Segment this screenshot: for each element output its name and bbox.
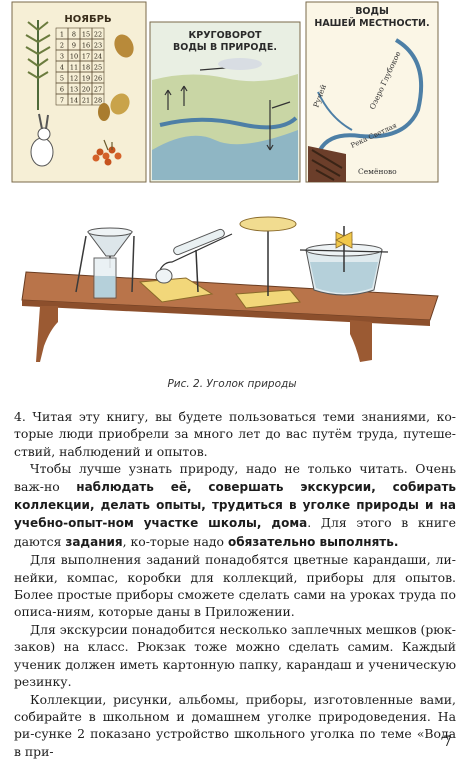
calendar-day: 5	[60, 75, 64, 83]
water-cycle-title-line2: ВОДЫ В ПРИРОДЕ.	[173, 42, 277, 53]
text-segment: Для выполнения заданий понадобятся цветн…	[14, 552, 456, 619]
calendar-day: 14	[70, 97, 78, 105]
calendar-day: 17	[82, 53, 90, 61]
page-number: 7	[443, 734, 452, 750]
paragraph: Чтобы лучше узнать природу, надо не толь…	[14, 460, 456, 551]
calendar-day: 24	[94, 53, 102, 61]
body-text: 4. Читая эту книгу, вы будете пользовать…	[14, 408, 456, 760]
text-segment: 4. Читая эту книгу, вы будете пользовать…	[14, 409, 456, 459]
calendar-day: 2	[60, 42, 64, 50]
pinwheel-stand	[236, 217, 300, 308]
calendar-day: 7	[60, 97, 64, 105]
local-waters-title-line1: ВОДЫ	[355, 6, 389, 17]
calendar-day: 25	[94, 64, 102, 72]
paragraph: Для выполнения заданий понадобятся цветн…	[14, 551, 456, 621]
calendar-day: 1	[60, 31, 64, 39]
calendar-month: НОЯБРЬ	[64, 14, 111, 25]
paragraph: Для экскурсии понадобится несколько запл…	[14, 621, 456, 691]
calendar-day: 19	[82, 75, 90, 83]
figure-caption: Рис. 2. Уголок природы	[0, 378, 464, 390]
calendar-day: 26	[94, 75, 102, 83]
text-segment: Для экскурсии понадобится несколько запл…	[14, 622, 456, 689]
bold-segment: обязательно выполнять.	[228, 535, 398, 549]
calendar-day: 23	[94, 42, 102, 50]
calendar-day: 20	[82, 86, 90, 94]
paragraph: Коллекции, рисунки, альбомы, приборы, из…	[14, 691, 456, 760]
text-segment: , ко-торые надо	[123, 534, 228, 549]
calendar-day: 13	[70, 86, 78, 94]
local-waters-poster: ВОДЫ НАШЕЙ МЕСТНОСТИ. Ручей Озеро Глубок…	[306, 2, 438, 182]
calendar-day: 11	[70, 64, 78, 72]
paragraph: 4. Читая эту книгу, вы будете пользовать…	[14, 408, 456, 460]
calendar-day: 9	[72, 42, 76, 50]
calendar-day: 16	[82, 42, 90, 50]
calendar-day: 27	[94, 86, 102, 94]
calendar-day: 21	[82, 97, 90, 105]
water-cycle-poster: КРУГОВОРОТ ВОДЫ В ПРИРОДЕ.	[150, 22, 300, 182]
calendar-day: 22	[94, 31, 102, 39]
calendar-day: 18	[82, 64, 90, 72]
local-waters-title-line2: НАШЕЙ МЕСТНОСТИ.	[314, 17, 429, 29]
calendar-day: 10	[70, 53, 78, 61]
calendar-day: 28	[94, 97, 102, 105]
calendar-day: 15	[82, 31, 90, 39]
water-basin	[300, 226, 388, 295]
calendar-day: 12	[70, 75, 78, 83]
calendar-day: 4	[60, 64, 64, 72]
bold-segment: задания	[65, 535, 122, 549]
calendar-day: 6	[60, 86, 64, 94]
shelf	[22, 272, 438, 362]
calendar-day: 8	[72, 31, 76, 39]
calendar-day: 3	[60, 53, 64, 61]
label-village: Семёново	[358, 167, 397, 176]
water-cycle-title-line1: КРУГОВОРОТ	[188, 30, 262, 41]
text-segment: Коллекции, рисунки, альбомы, приборы, из…	[14, 692, 456, 759]
